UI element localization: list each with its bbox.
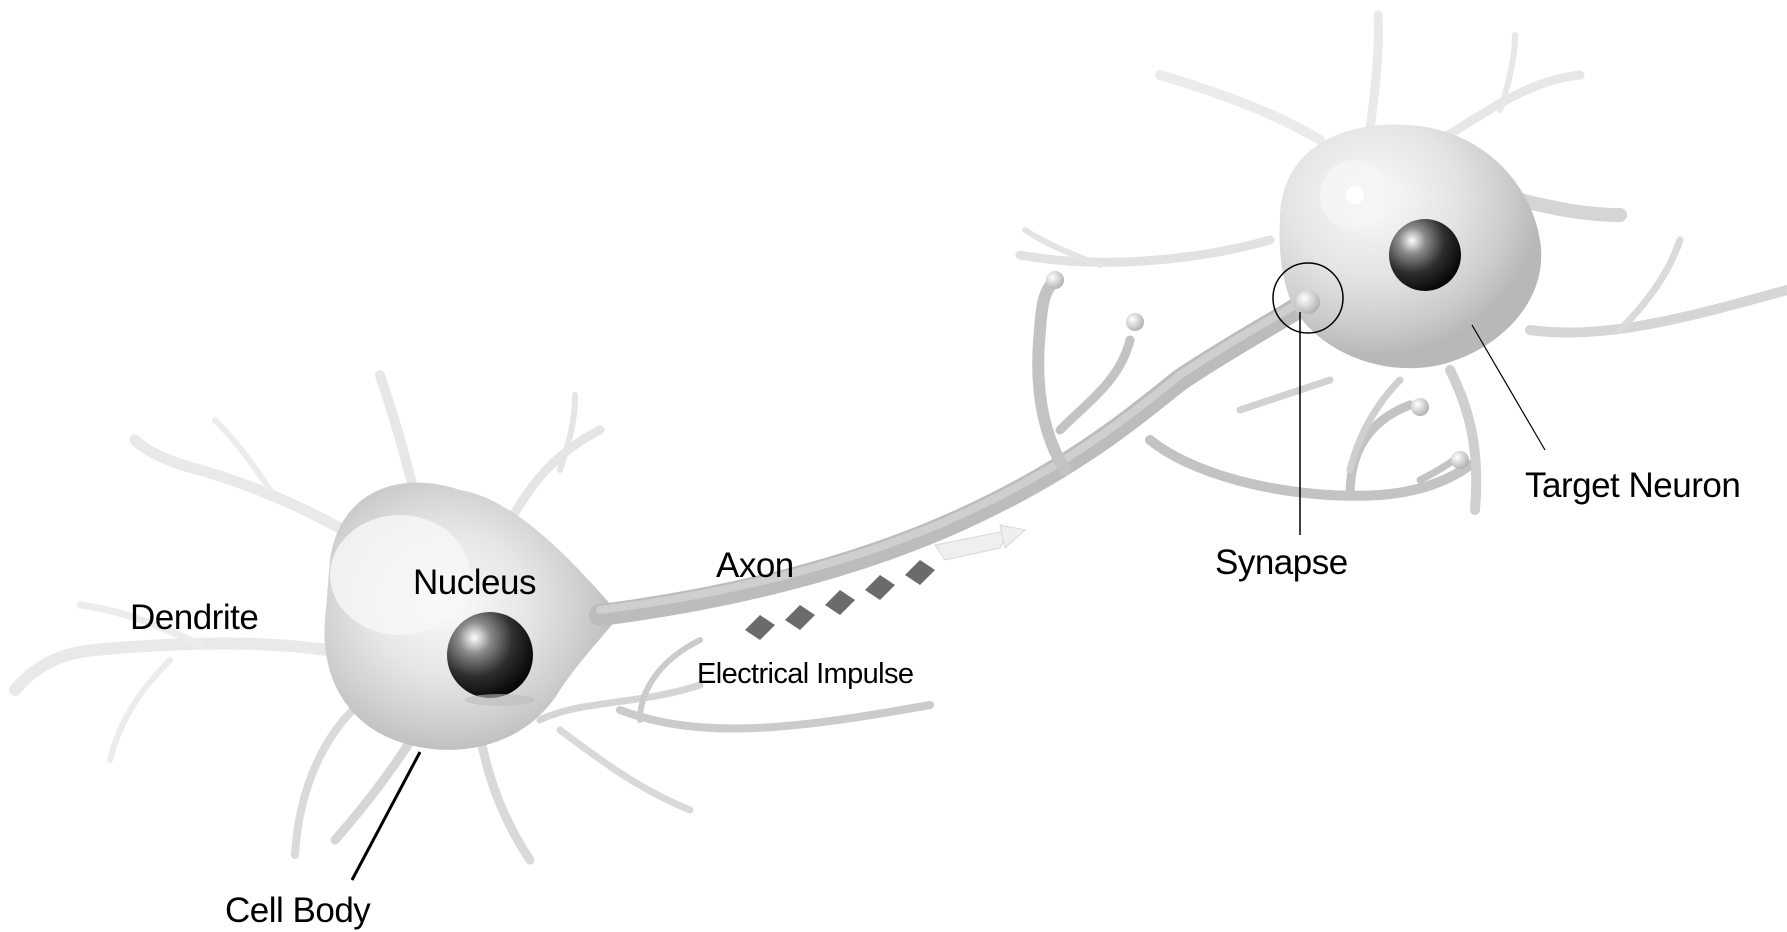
label-dendrite: Dendrite [130, 600, 258, 635]
left-nucleus [447, 612, 533, 698]
label-synapse: Synapse [1215, 545, 1348, 580]
label-target-neuron: Target Neuron [1525, 468, 1740, 503]
axon-terminal-bulb [1126, 313, 1144, 331]
axon-terminal-bulb [1451, 451, 1469, 469]
axon-terminal-bulb [1046, 271, 1064, 289]
label-cell-body: Cell Body [225, 893, 370, 928]
target-neuron-leader-line [1472, 325, 1545, 450]
axon-terminal-bulb [1411, 398, 1429, 416]
right-nucleus [1389, 219, 1461, 291]
label-electrical-impulse: Electrical Impulse [697, 660, 913, 689]
synapse-bulb [1296, 290, 1320, 314]
label-nucleus: Nucleus [413, 565, 536, 600]
label-axon: Axon [716, 548, 794, 583]
left-nucleus-shadow [465, 694, 535, 706]
right-soma-dot [1346, 186, 1364, 204]
